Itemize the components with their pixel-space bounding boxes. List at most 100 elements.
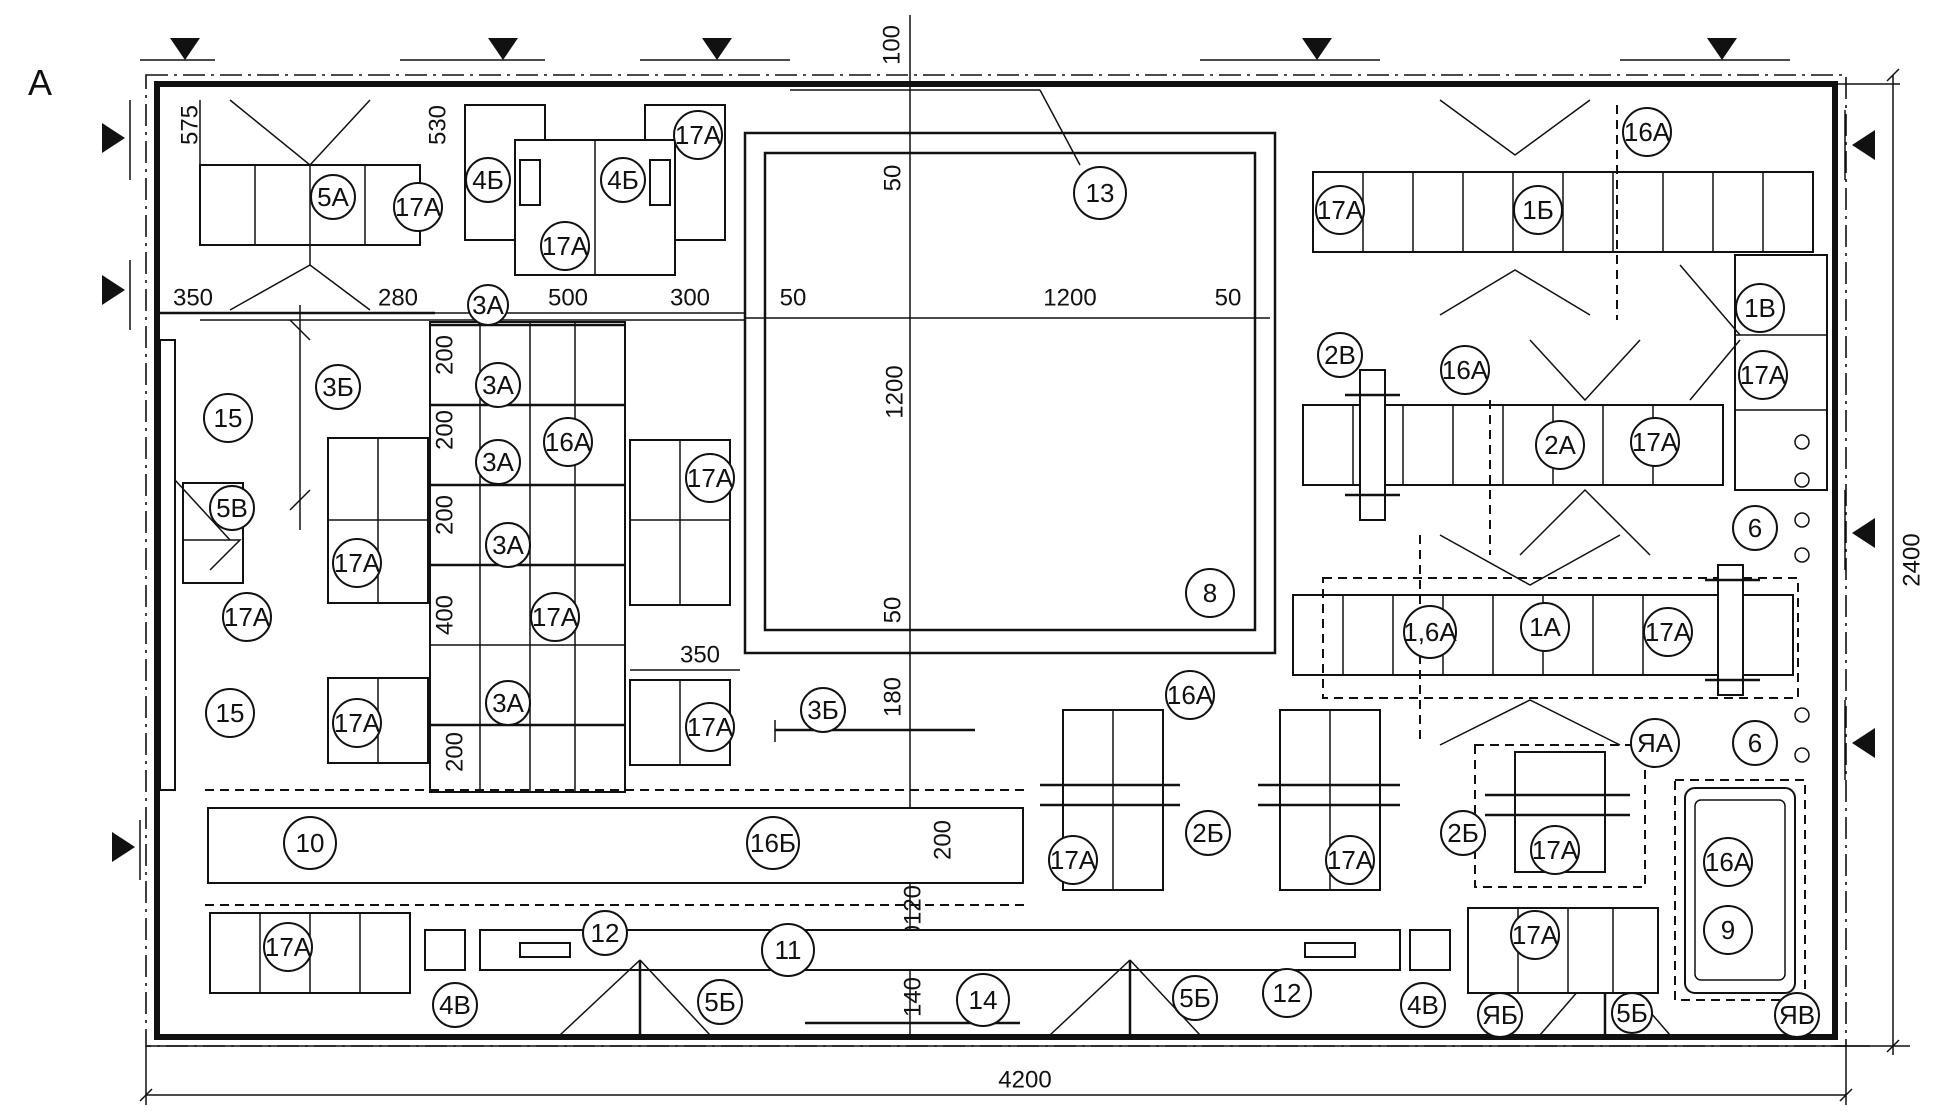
svg-text:17А: 17А: [542, 231, 589, 261]
label-6-2: 6: [1732, 720, 1778, 766]
svg-text:11: 11: [775, 935, 802, 965]
svg-text:17А: 17А: [1532, 835, 1579, 865]
label-9: 9: [1703, 905, 1753, 955]
label-3B-1: 3Б: [315, 364, 361, 410]
label-10: 10: [283, 816, 337, 870]
label-1B: 1Б: [1513, 185, 1563, 235]
top-dimension-row: 350 280 500 300 50 1200 50: [173, 285, 1241, 321]
label-YV: ЯВ: [1774, 992, 1820, 1038]
dim-200-c: 200: [432, 495, 459, 535]
label-1V: 1В: [1735, 283, 1785, 333]
label-17A-1: 17А: [393, 182, 443, 232]
equipment-labels: 5А 17А 4Б 4Б 17А 17А 3А 3Б 15 3А 16А 3А …: [203, 107, 1820, 1038]
dim-200-e: 200: [930, 820, 957, 860]
label-5B-1: 5Б: [697, 979, 743, 1025]
svg-text:17А: 17А: [1317, 195, 1364, 225]
svg-text:10: 10: [296, 828, 325, 858]
left-wall-column: [159, 305, 429, 791]
label-17A-10: 17А: [1315, 185, 1365, 235]
overall-dimensions: 4200 2400 100: [139, 15, 1926, 1105]
label-17A-3: 17А: [540, 221, 590, 271]
label-17A-7: 17А: [222, 592, 272, 642]
dim-50-v-top: 50: [880, 165, 907, 192]
label-17A-17: 17А: [263, 922, 313, 972]
svg-text:2Б: 2Б: [1192, 818, 1224, 848]
label-2B-1: 2Б: [1185, 810, 1231, 856]
dim-200-d: 200: [442, 732, 469, 772]
building-outline: [145, 74, 1910, 1047]
label-16A-2: 16А: [1622, 107, 1672, 157]
label-12-2: 12: [1262, 968, 1312, 1018]
dim-140: 140: [900, 977, 927, 1017]
label-5A: 5А: [310, 174, 356, 220]
dim-50-left: 50: [780, 285, 807, 312]
svg-text:17А: 17А: [1327, 845, 1374, 875]
svg-text:5В: 5В: [216, 493, 248, 523]
svg-text:13: 13: [1086, 178, 1115, 208]
svg-text:16А: 16А: [1705, 847, 1752, 877]
dim-300: 300: [670, 285, 710, 312]
tank-9: [1674, 779, 1806, 1001]
svg-text:3А: 3А: [492, 530, 524, 560]
svg-text:3А: 3А: [482, 370, 514, 400]
svg-text:4В: 4В: [439, 990, 471, 1020]
section-markers: [102, 38, 1875, 880]
central-assembly-area: 50 1200 50 180: [743, 89, 1277, 717]
svg-text:9: 9: [1721, 915, 1735, 945]
svg-text:6: 6: [1748, 513, 1762, 543]
label-17A-9: 17А: [685, 702, 735, 752]
dim-350-top: 350: [173, 285, 213, 312]
svg-text:1В: 1В: [1744, 293, 1776, 323]
svg-text:5Б: 5Б: [1616, 998, 1648, 1028]
svg-text:5А: 5А: [317, 182, 349, 212]
label-17A-8: 17А: [332, 698, 382, 748]
label-14: 14: [956, 973, 1010, 1027]
svg-text:12: 12: [1273, 978, 1302, 1008]
label-16A-4: 16А: [1165, 670, 1215, 720]
label-17A-12: 17А: [1630, 417, 1680, 467]
label-16B: 16Б: [746, 816, 800, 870]
label-3A-4: 3А: [485, 522, 531, 568]
svg-text:1,6А: 1,6А: [1403, 617, 1457, 647]
label-4B-1: 4Б: [465, 157, 511, 203]
svg-text:6: 6: [1748, 728, 1762, 758]
svg-text:4Б: 4Б: [472, 165, 504, 195]
label-2B-2: 2Б: [1440, 810, 1486, 856]
svg-text:17А: 17А: [224, 602, 271, 632]
dim-350-mid: 350: [680, 642, 720, 669]
svg-text:3А: 3А: [492, 688, 524, 718]
svg-text:17А: 17А: [532, 602, 579, 632]
svg-text:8: 8: [1203, 578, 1217, 608]
dim-120: 120: [900, 885, 927, 925]
corner-letter: А: [28, 62, 52, 103]
label-1A: 1А: [1520, 602, 1570, 652]
svg-text:15: 15: [216, 698, 245, 728]
label-4V-1: 4В: [432, 982, 478, 1028]
svg-text:17А: 17А: [334, 708, 381, 738]
label-17A-4: 17А: [685, 453, 735, 503]
svg-text:16А: 16А: [1167, 680, 1214, 710]
label-17A-2: 17А: [673, 110, 723, 160]
label-16A-3: 16А: [1440, 345, 1490, 395]
svg-text:3Б: 3Б: [807, 695, 839, 725]
label-YA: ЯА: [1630, 718, 1680, 768]
label-3A-top: 3А: [467, 284, 509, 326]
top-left-equipment: 575 530: [177, 99, 726, 311]
label-17A-16: 17А: [1530, 825, 1580, 875]
svg-text:17А: 17А: [1740, 360, 1787, 390]
conveyors: 200 120 100 140: [205, 789, 1671, 1036]
dim-1200-horizontal: 1200: [1043, 285, 1096, 312]
svg-text:5Б: 5Б: [704, 987, 736, 1017]
dim-575: 575: [177, 105, 204, 145]
label-YB: ЯБ: [1477, 992, 1523, 1038]
svg-text:14: 14: [969, 985, 998, 1015]
label-17A-6: 17А: [530, 592, 580, 642]
dim-180: 180: [880, 677, 907, 717]
svg-text:3А: 3А: [482, 447, 514, 477]
label-17A-13: 17А: [1643, 607, 1693, 657]
label-17A-18: 17А: [1510, 910, 1560, 960]
label-15-2: 15: [205, 688, 255, 738]
label-12-1: 12: [582, 910, 628, 956]
svg-text:ЯА: ЯА: [1637, 728, 1674, 758]
label-16A-5: 16А: [1703, 837, 1753, 887]
